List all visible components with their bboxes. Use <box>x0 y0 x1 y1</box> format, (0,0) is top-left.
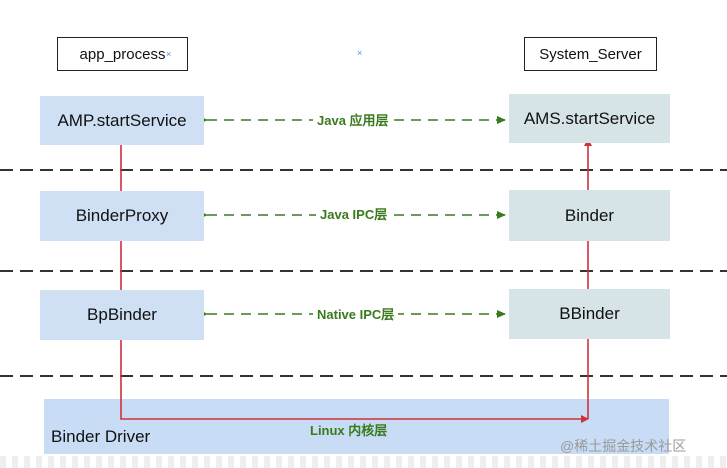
watermark: @稀土掘金技术社区 <box>560 438 687 454</box>
amp-start-service-box: AMP.startService <box>40 96 204 145</box>
binder-driver-box <box>44 399 669 454</box>
binder-label: Binder <box>564 205 615 225</box>
flow-line-driver-segment <box>120 399 589 423</box>
marker-center: × <box>357 48 363 58</box>
layer-label-java-ipc: Java IPC层 <box>316 204 392 223</box>
bbinder-label: BBinder <box>559 304 620 323</box>
header-system-server: System_Server <box>524 37 657 71</box>
layer-label-native-ipc: Native IPC层 <box>313 304 399 323</box>
bp-binder-box: BpBinder <box>40 290 204 340</box>
binder-proxy-box: BinderProxy <box>40 191 204 241</box>
header-system-server-label: System_Server <box>539 45 642 63</box>
bp-binder-label: BpBinder <box>87 305 157 324</box>
bbinder-box: BBinder <box>509 289 670 339</box>
binder-box: Binder <box>509 190 670 241</box>
bottom-strip <box>0 456 727 468</box>
binder-proxy-label: BinderProxy <box>75 206 169 225</box>
amp-start-service-label: AMP.startService <box>57 110 187 130</box>
layer-label-java: Java 应用层 <box>313 110 393 129</box>
ams-start-service-label: AMS.startService <box>523 108 656 128</box>
ams-start-service-box: AMS.startService <box>509 94 670 143</box>
layer-label-kernel: Linux 内核层 <box>310 423 388 438</box>
marker-left: × <box>166 49 172 59</box>
binder-driver-label: Binder Driver <box>51 427 151 446</box>
header-app-process: app_process <box>57 37 188 71</box>
header-app-process-label: app_process <box>79 45 166 63</box>
